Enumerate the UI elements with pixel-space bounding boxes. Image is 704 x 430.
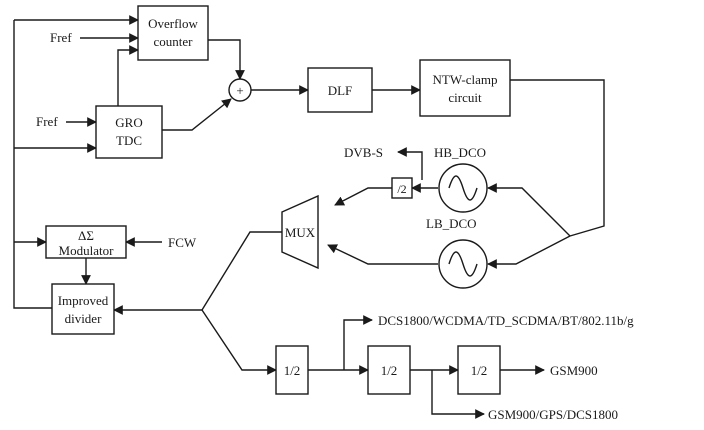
div2-to-mux-line: [334, 187, 392, 206]
ntw-to-dco-line: [510, 79, 605, 237]
lb-dco-oscillator: [438, 239, 488, 289]
overflow-to-adder-line: [208, 39, 245, 80]
div-a-block: 1/2: [275, 345, 309, 395]
mux-block: MUX: [281, 194, 319, 270]
out-dcs-label: DCS1800/WCDMA/TD_SCDMA/BT/802.11b/g: [378, 313, 634, 328]
hb-to-dvbs-line: [397, 147, 423, 180]
diva-to-dcs-line: [343, 315, 373, 370]
overflow-counter-block: Overflow counter: [137, 5, 209, 61]
dlf-block: DLF: [307, 67, 373, 113]
dvb-s-label: DVB-S: [344, 145, 383, 160]
div-c-block: 1/2: [457, 345, 501, 395]
ntw-clamp-label-1: NTW-clamp: [433, 72, 498, 87]
delta-sigma-symbol: ΔΣ: [78, 228, 94, 243]
gro-tdc-label-1: GRO: [115, 115, 142, 130]
gro-to-overflow-line: [117, 45, 139, 106]
improved-divider-label-1: Improved: [58, 293, 109, 308]
ntw-clamp-block: NTW-clamp circuit: [419, 59, 511, 117]
div-b-label: 1/2: [381, 363, 398, 378]
improved-divider-block: Improved divider: [51, 283, 115, 335]
delta-sigma-block: ΔΣ Modulator: [45, 225, 127, 259]
fcw-label: FCW: [168, 235, 197, 250]
divb-to-gsmgps-line: [431, 370, 485, 419]
mux-out-line: [201, 231, 282, 311]
fref-top-label: Fref: [50, 30, 72, 45]
div2-hb-block: /2: [391, 177, 413, 199]
ntw-clamp-label-2: circuit: [448, 90, 482, 105]
split-to-chain-line: [201, 309, 277, 375]
mux-label: MUX: [285, 225, 316, 240]
div-c-label: 1/2: [471, 363, 488, 378]
overflow-counter-label-1: Overflow: [148, 16, 198, 31]
overflow-counter-label-2: counter: [154, 34, 194, 49]
div2-hb-label: /2: [397, 182, 406, 196]
ctrl-to-lb-line: [487, 235, 571, 269]
lb-to-mux-line: [327, 244, 438, 265]
improved-divider-label-2: divider: [65, 311, 102, 326]
gro-tdc-block: GRO TDC: [95, 105, 163, 159]
gro-to-adder-line: [162, 98, 232, 131]
lb-dco-label: LB_DCO: [426, 216, 477, 231]
out-gsm-gps-label: GSM900/GPS/DCS1800: [488, 407, 618, 422]
dlf-label: DLF: [328, 83, 353, 98]
adder-node: +: [228, 78, 252, 102]
delta-sigma-label: Modulator: [59, 243, 115, 258]
fref-mid-label: Fref: [36, 114, 58, 129]
out-gsm900-label: GSM900: [550, 363, 598, 378]
lb-sine-icon: [448, 251, 478, 277]
div-a-label: 1/2: [284, 363, 301, 378]
hb-sine-icon: [448, 175, 478, 201]
div-b-block: 1/2: [367, 345, 411, 395]
hb-dco-oscillator: [438, 163, 488, 213]
adder-symbol: +: [236, 83, 243, 98]
hb-dco-label: HB_DCO: [434, 145, 486, 160]
gro-tdc-label-2: TDC: [116, 133, 142, 148]
feedback-bus-line: [13, 20, 52, 309]
ctrl-to-hb-line: [487, 183, 571, 237]
